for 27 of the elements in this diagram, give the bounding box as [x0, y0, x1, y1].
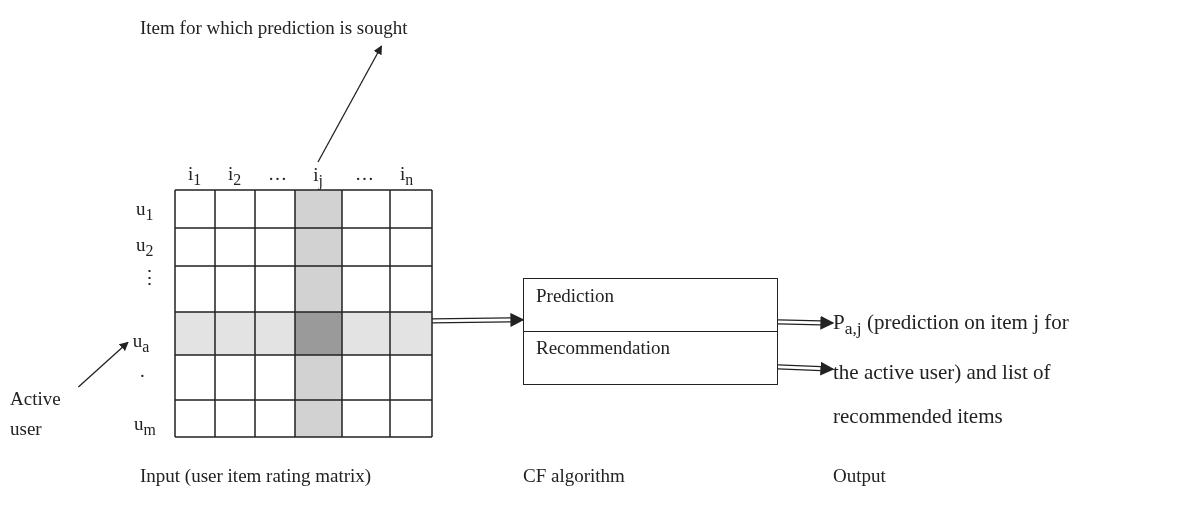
callout-text: Item for which prediction is sought [140, 10, 485, 46]
column-label: i$_{j}$ [307, 162, 329, 188]
caption-text: Output [833, 465, 886, 487]
double-arrow [777, 315, 835, 330]
row-label: u$_{m}$ [134, 413, 156, 439]
ellipsis: … [268, 163, 287, 185]
callout-text: Active user [10, 384, 82, 444]
double-arrow [777, 361, 835, 376]
ellipsis: … [355, 163, 374, 185]
ellipsis: ⋮ [140, 266, 159, 289]
output-text: P$_{a,j}$ (prediction on item j for the active user) and list of recommended items [833, 300, 1088, 439]
leader-line [77, 341, 129, 388]
ellipsis: . [140, 360, 145, 382]
caption-text: CF algorithm [523, 465, 625, 487]
row-label: u$_{1}$ [136, 198, 154, 224]
row-label: u$_{a}$ [128, 328, 154, 354]
process-box [523, 278, 778, 385]
compartment-text: Recommendation [536, 337, 671, 359]
rating-matrix-drawing [175, 190, 432, 437]
column-label: i$_{2}$ [228, 163, 242, 189]
caption-text: Input (user item rating matrix) [140, 465, 372, 487]
column-label: i$_{1}$ [188, 163, 202, 189]
compartment-text: Prediction [536, 285, 615, 307]
double-arrow [431, 312, 525, 327]
column-label: i$_{n}$ [400, 163, 414, 189]
row-label: u$_{2}$ [136, 234, 154, 260]
leader-line [317, 45, 383, 163]
